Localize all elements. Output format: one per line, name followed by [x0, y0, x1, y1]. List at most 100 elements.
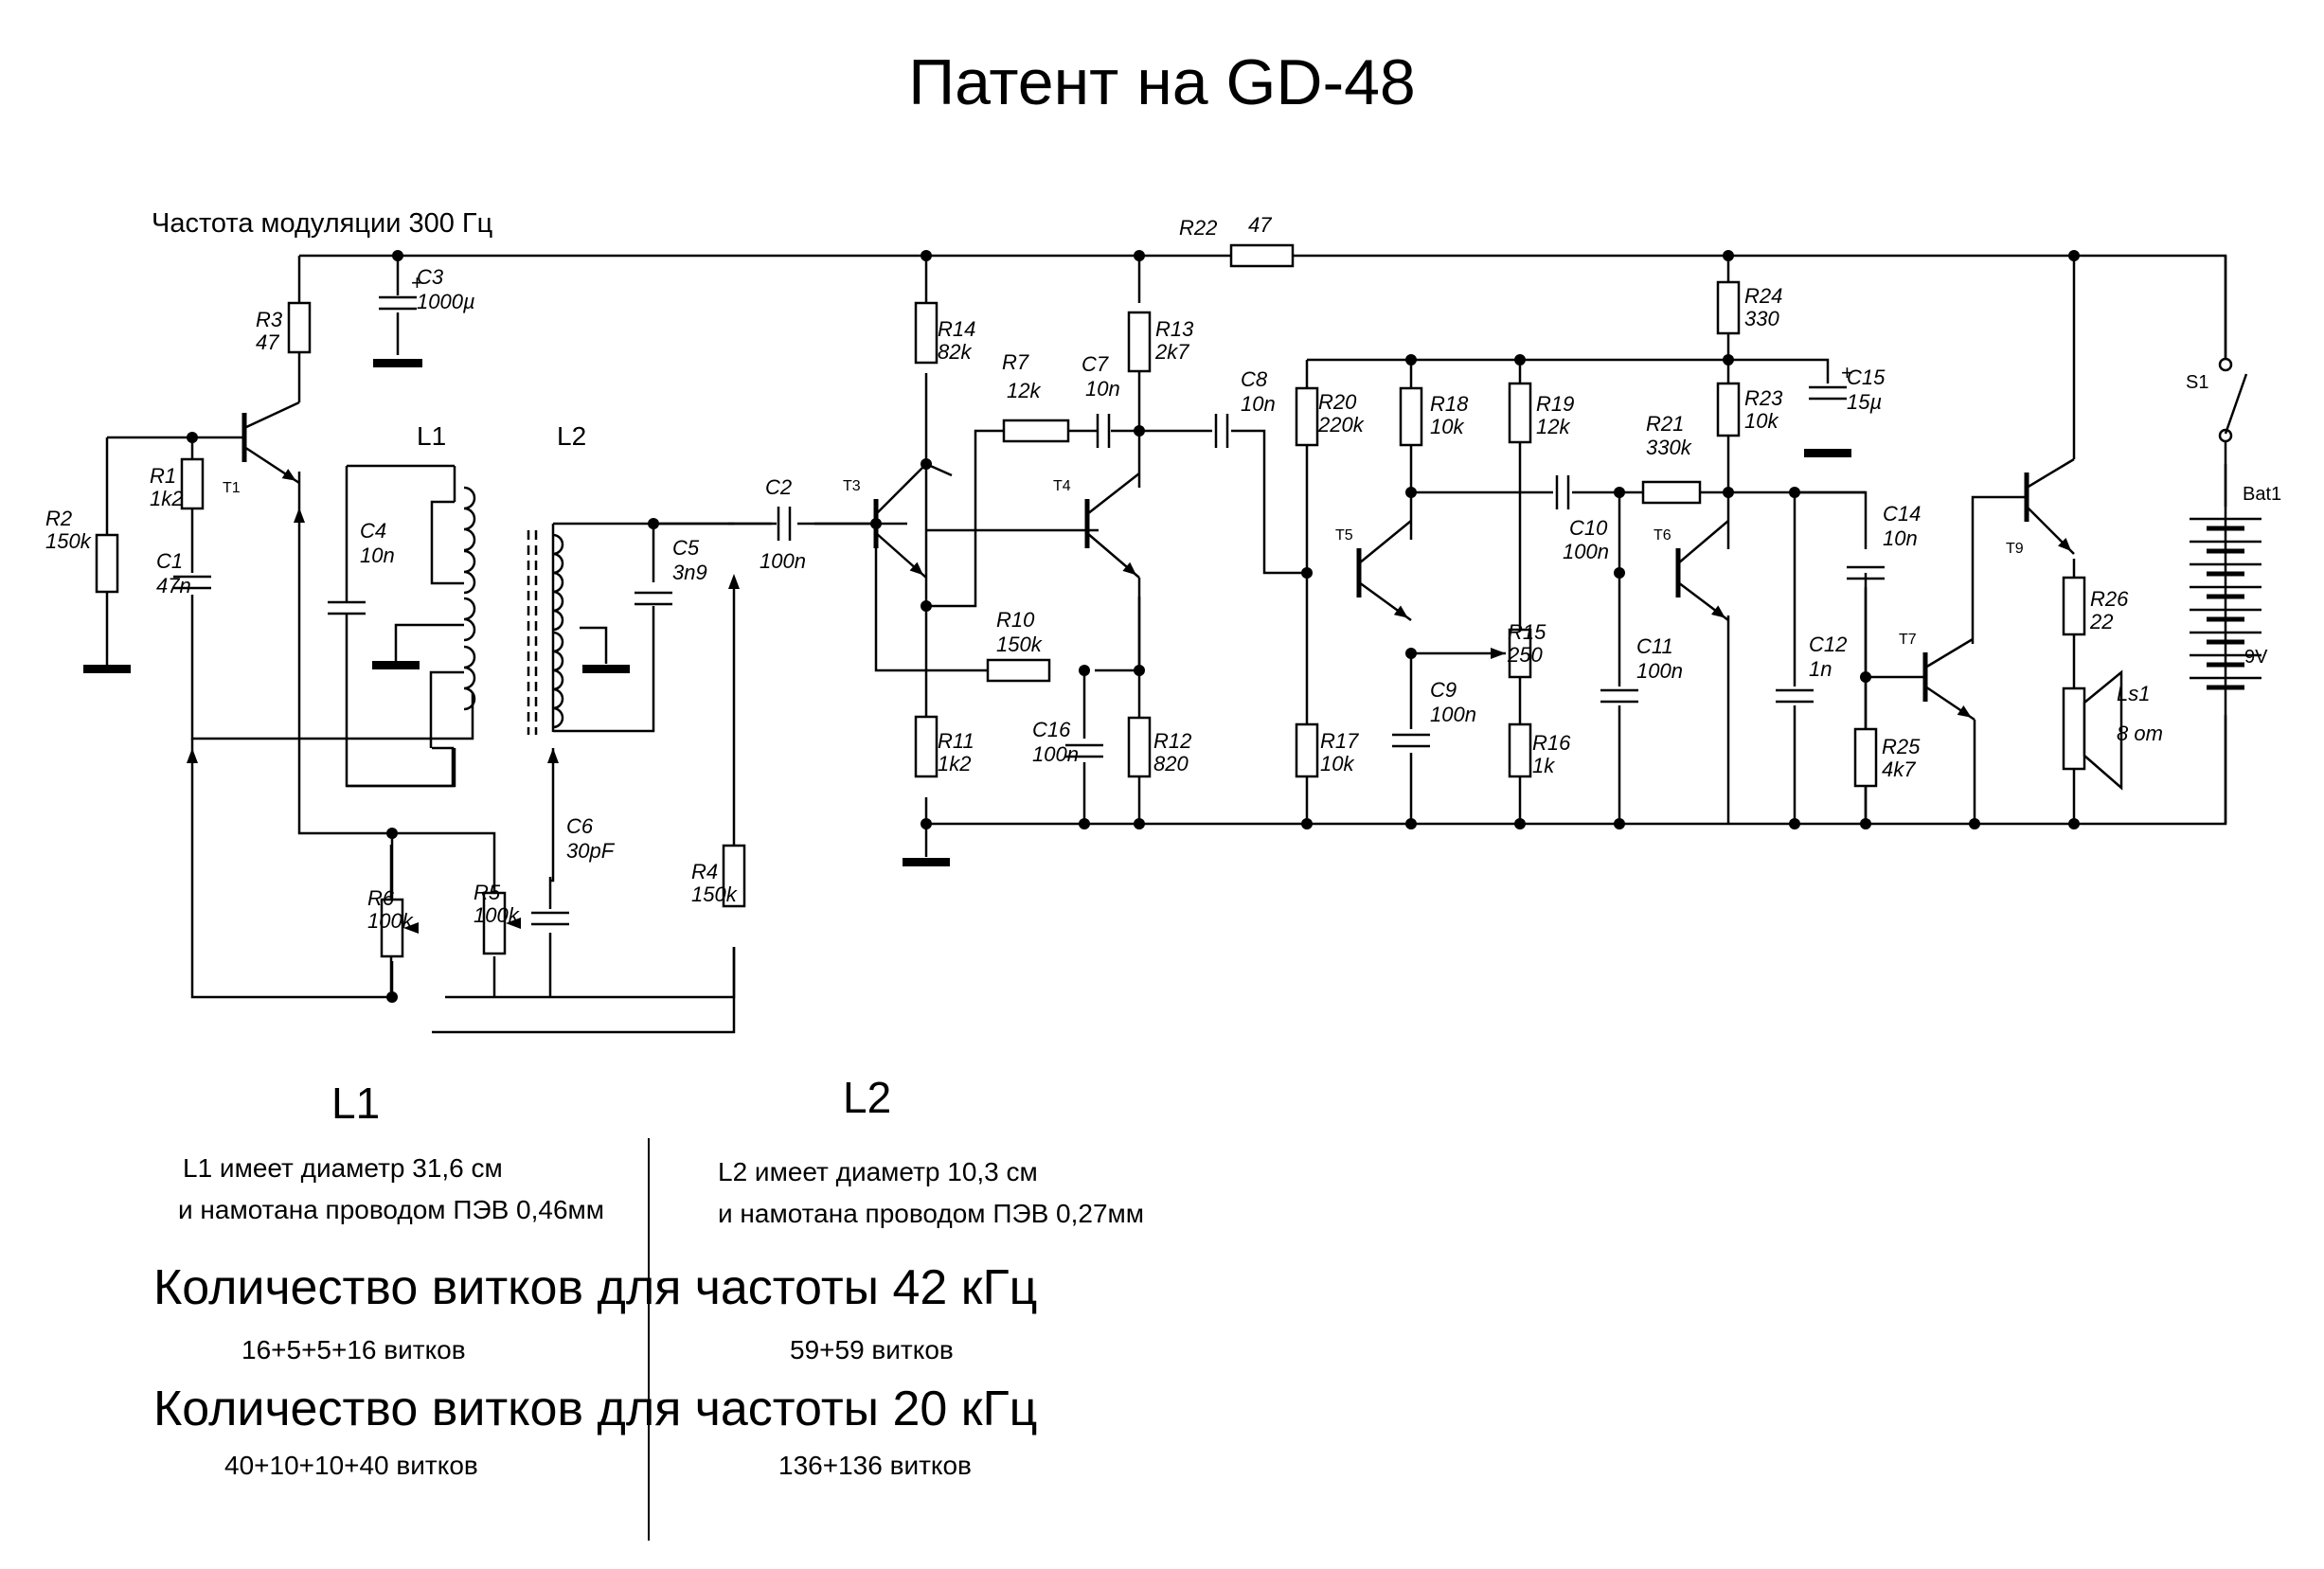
- capacitor-c14-label: C14: [1883, 502, 1921, 526]
- wire: [924, 256, 953, 824]
- freq-20-heading: Количество витков для частоты 20 кГц: [153, 1382, 1038, 1436]
- ground-symbol: [1804, 449, 1851, 457]
- wire: [814, 522, 1141, 672]
- resistor-r5: [482, 891, 507, 955]
- resistor-r11-label: R11: [938, 729, 974, 753]
- arrow-head: [294, 508, 305, 523]
- junction-dot: [1969, 818, 1980, 829]
- junction-dot: [1860, 671, 1871, 683]
- resistor-r25-label: R25: [1882, 735, 1921, 758]
- junction-dot: [2068, 818, 2080, 829]
- capacitor-c2-value: 100n: [760, 549, 806, 573]
- transistor-t7-collector: [1924, 637, 1974, 669]
- coil-l2-section: [552, 631, 564, 729]
- capacitor-c3-label: C3: [417, 265, 444, 289]
- transistor-t4-label: T4: [1053, 478, 1071, 494]
- junction-dot: [1723, 487, 1734, 498]
- l1-wire: и намотана проводом ПЭВ 0,46мм: [178, 1195, 605, 1224]
- capacitor-c15-value: 15µ: [1847, 390, 1882, 414]
- coil-l1-section: [463, 549, 476, 595]
- capacitor-c10-value: 100n: [1563, 540, 1609, 563]
- wire: [347, 748, 456, 788]
- junction-dot: [1134, 250, 1145, 261]
- l1-turns-42: 16+5+5+16 витков: [241, 1335, 466, 1364]
- junction-dot: [1134, 665, 1145, 676]
- l2-heading: L2: [843, 1073, 892, 1122]
- switch-s1-contact: [2218, 357, 2233, 372]
- coil-l1-section: [463, 486, 476, 552]
- resistor-r3-label: R3: [256, 308, 283, 331]
- resistor-r2-label: R2: [45, 507, 72, 530]
- speaker-ls1-magnet: [2062, 686, 2086, 771]
- capacitor-c3-value: 1000µ: [417, 290, 475, 313]
- junction-dot: [1405, 648, 1417, 659]
- capacitor-c12-value: 1n: [1809, 657, 1832, 681]
- resistor-r12-label: R12: [1153, 729, 1191, 753]
- junction-dot: [1405, 487, 1417, 498]
- capacitor-c8-label: C8: [1241, 367, 1268, 391]
- transistor-t6-arrow: [1711, 605, 1725, 618]
- arrow-head: [187, 748, 198, 763]
- l1-diameter: L1 имеет диаметр 31,6 см: [183, 1153, 503, 1183]
- junction-dot: [1514, 818, 1526, 829]
- resistor-r6: [380, 898, 404, 958]
- resistor-r21-label: R21: [1646, 412, 1684, 436]
- junction-dot: [1723, 250, 1734, 261]
- junction-dot: [1514, 354, 1526, 366]
- wire: [580, 626, 608, 664]
- capacitor-c5-label: C5: [672, 536, 700, 560]
- transistor-t9-label: T9: [2006, 541, 2024, 557]
- resistor-r2: [95, 533, 119, 594]
- junction-dot: [1723, 354, 1734, 366]
- ground-symbol: [372, 661, 420, 669]
- resistor-r19-label: R19: [1536, 392, 1574, 416]
- transistor-t1-arrow: [281, 469, 296, 481]
- transistor-t4-collector: [1086, 472, 1140, 515]
- resistor-r13-value: 2k7: [1154, 340, 1189, 364]
- capacitor-c15-label: C15: [1847, 366, 1886, 389]
- resistor-r7-label: R7: [1002, 350, 1029, 374]
- coil-l1-section: [463, 645, 476, 711]
- switch-s1-lever: [2224, 373, 2248, 435]
- resistor-r18-value: 10k: [1430, 415, 1464, 438]
- transistor-t3-collector: [875, 463, 927, 515]
- capacitor-c9-label: C9: [1430, 678, 1457, 702]
- resistor-r5-value: 100k: [474, 903, 520, 927]
- capacitor-c7-value: 10n: [1085, 377, 1120, 401]
- coil-l1-section: [463, 597, 476, 642]
- junction-dot: [392, 250, 403, 261]
- junction-dot: [921, 818, 932, 829]
- wire: [105, 436, 244, 669]
- resistor-r11: [914, 715, 939, 778]
- battery-bat1-label: Bat1: [2243, 484, 2281, 505]
- resistor-r15: [1508, 628, 1532, 679]
- junction-dot: [648, 518, 659, 529]
- speaker-ls1-label: Ls1: [2117, 682, 2150, 705]
- junction-dot: [1614, 567, 1625, 579]
- resistor-r6-label: R6: [367, 886, 395, 910]
- arrow-head: [547, 748, 559, 763]
- resistor-r3-value: 47: [256, 330, 279, 354]
- capacitor-c15-polarity: +: [1841, 361, 1853, 384]
- resistor-r25: [1853, 727, 1878, 788]
- ground-symbol: [83, 665, 131, 673]
- resistor-r4-value: 150k: [691, 883, 738, 906]
- resistor-r10: [986, 658, 1051, 683]
- resistor-r4: [722, 844, 746, 908]
- transistor-t1-label: T1: [223, 480, 241, 496]
- junction-dot: [1789, 818, 1800, 829]
- l2-diameter: L2 имеет диаметр 10,3 см: [718, 1157, 1038, 1186]
- resistor-r1: [180, 457, 205, 510]
- capacitor-c4-value: 10n: [360, 544, 395, 567]
- resistor-r15-value: 250: [1507, 643, 1543, 667]
- wire: [1137, 256, 1307, 575]
- wire: [392, 831, 496, 893]
- resistor-r20-value: 220k: [1317, 413, 1365, 437]
- capacitor-c16-value: 100n: [1032, 742, 1079, 766]
- resistor-r3: [287, 301, 312, 354]
- resistor-r15-label: R15: [1508, 620, 1546, 644]
- resistor-r14-value: 82k: [938, 340, 972, 364]
- junction-dot: [386, 991, 398, 1003]
- resistor-r20-label: R20: [1318, 390, 1357, 414]
- wire: [1971, 495, 2027, 644]
